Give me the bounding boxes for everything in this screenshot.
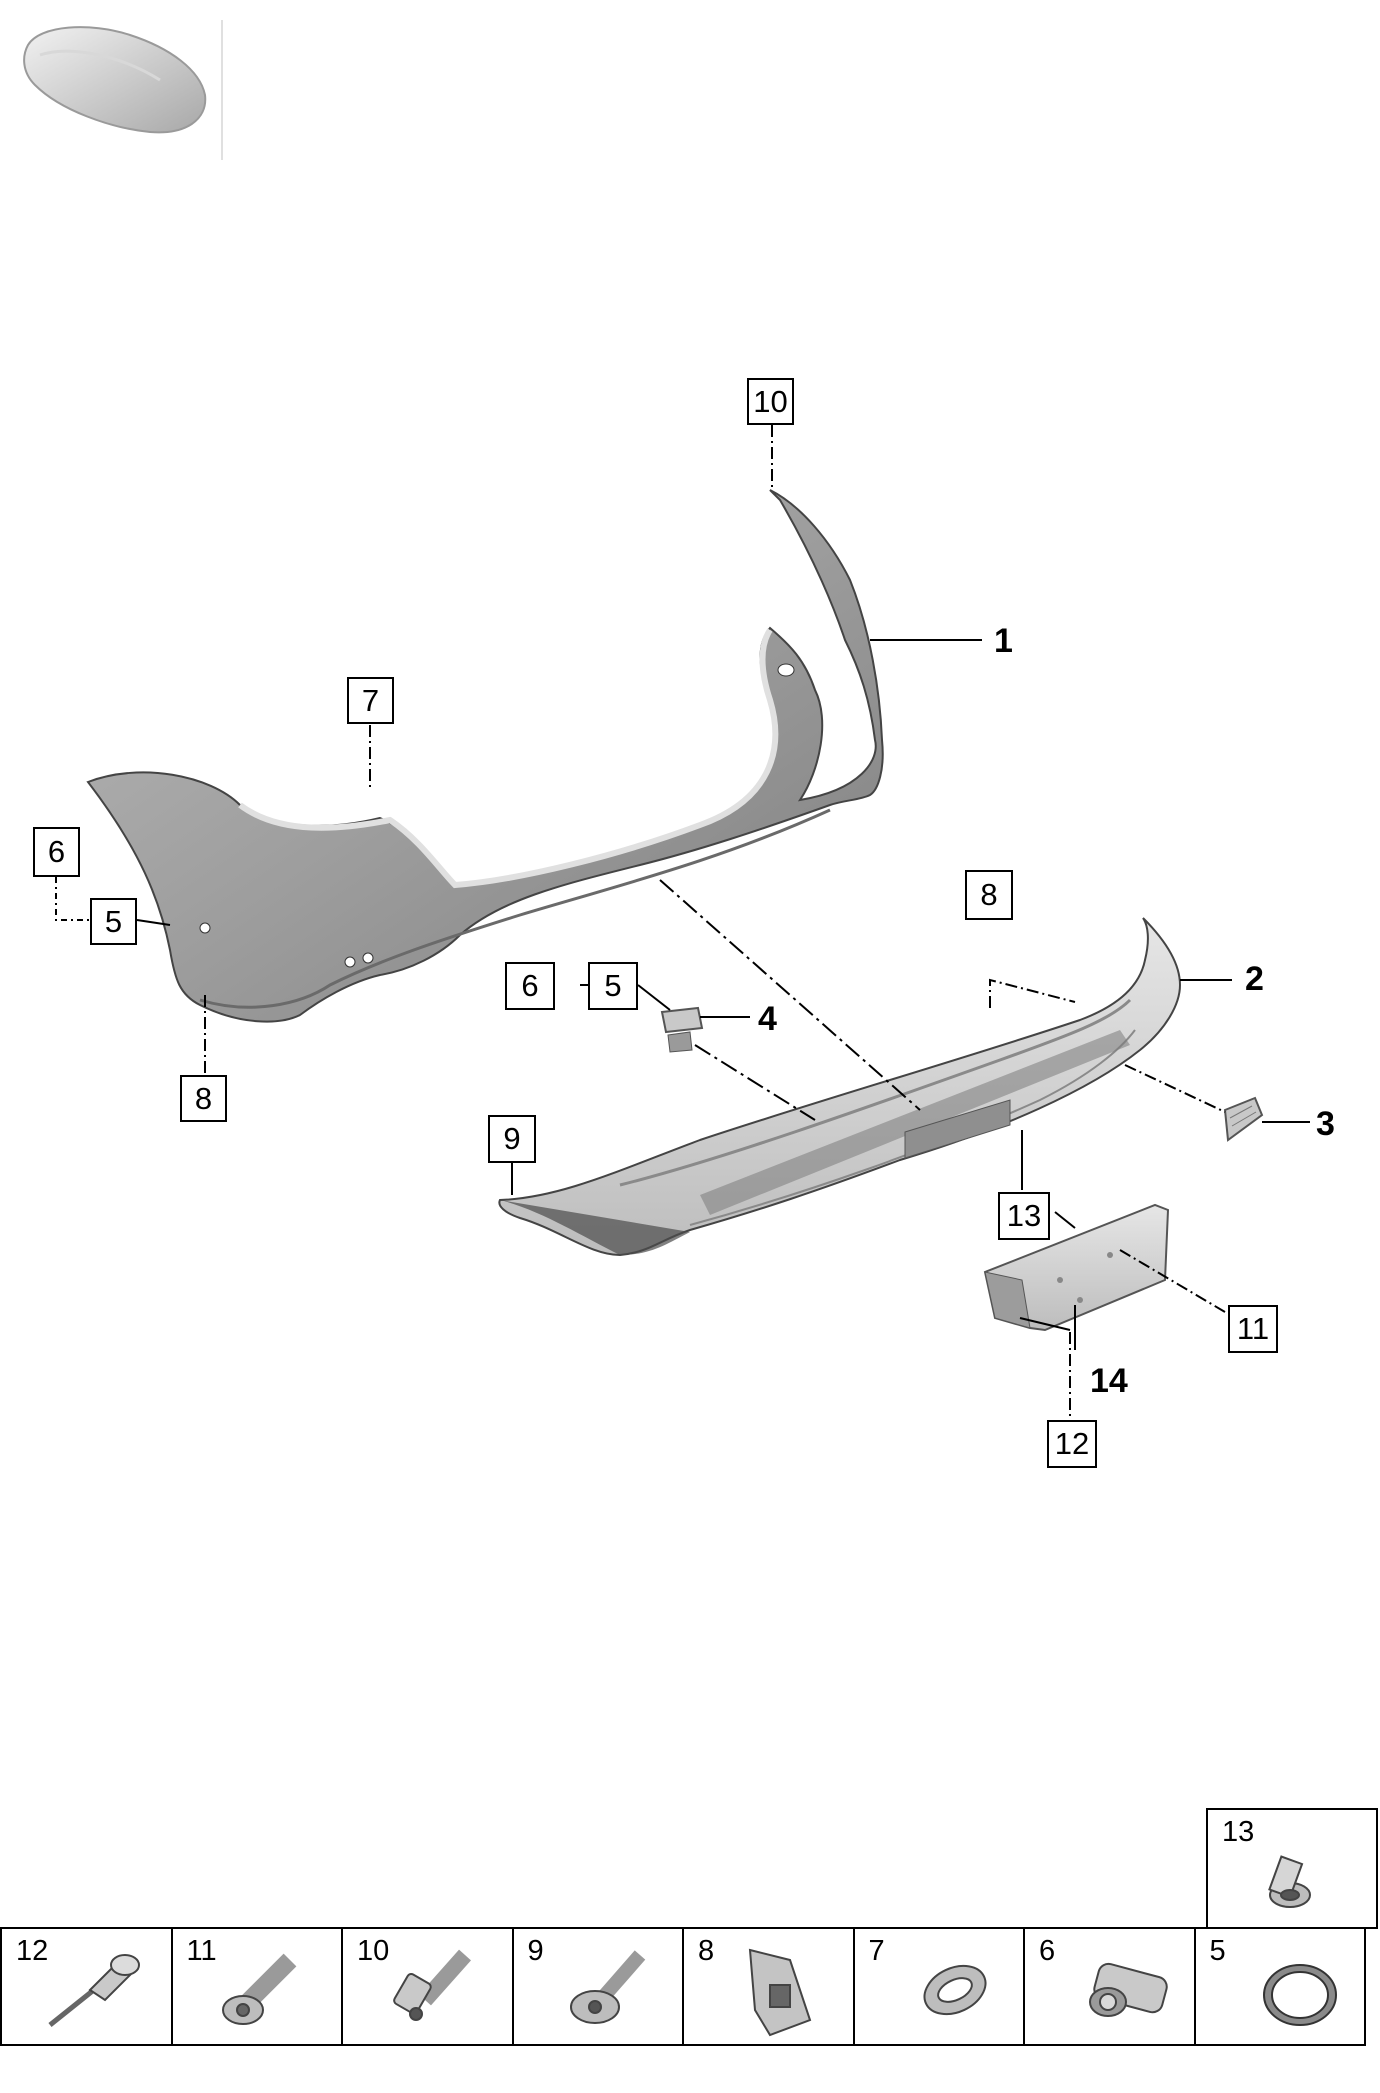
callout-6: 6	[505, 962, 555, 1010]
rear-bumper-cover	[86, 489, 884, 1023]
callout-10: 10	[747, 378, 794, 425]
vehicle-thumbnail	[23, 20, 223, 160]
hardware-cell: 10	[343, 1929, 514, 2044]
part-number-14: 14	[1090, 1362, 1128, 1400]
callout-8: 8	[180, 1075, 227, 1122]
hardware-number: 10	[357, 1935, 390, 1967]
hardware-number: 7	[868, 1935, 885, 1967]
hardware-cell: 12	[2, 1929, 173, 2044]
callout-5: 5	[90, 898, 137, 945]
hardware-number: 9	[527, 1935, 544, 1967]
hardware-number: 8	[698, 1935, 715, 1967]
hardware-number: 12	[16, 1935, 49, 1967]
callout-9: 9	[488, 1115, 536, 1163]
hardware-cell-13: 13	[1206, 1808, 1378, 1929]
callout-11: 11	[1228, 1305, 1278, 1353]
part-number-4: 4	[758, 1000, 777, 1038]
hardware-table: 12 11 10 9 8 7 6 5	[0, 1927, 1366, 2046]
hardware-number: 6	[1039, 1935, 1056, 1967]
part-number-1: 1	[994, 622, 1013, 660]
hardware-drawings	[48, 1855, 1337, 2037]
part-number-3: 3	[1316, 1105, 1335, 1143]
part-number-2: 2	[1245, 960, 1264, 998]
callout-12: 12	[1047, 1420, 1097, 1468]
hardware-cell: 5	[1196, 1929, 1365, 2044]
hardware-number: 13	[1222, 1816, 1255, 1848]
callout-6: 6	[33, 827, 80, 877]
hardware-cell: 7	[855, 1929, 1025, 2044]
hardware-cell: 9	[514, 1929, 684, 2044]
callout-5: 5	[588, 962, 638, 1010]
hardware-number: 5	[1209, 1935, 1226, 1967]
hardware-cell: 8	[684, 1929, 855, 2044]
callout-8: 8	[965, 870, 1013, 920]
callout-7: 7	[347, 677, 394, 724]
hardware-cell: 11	[173, 1929, 343, 2044]
hardware-cell: 6	[1025, 1929, 1196, 2044]
hardware-number: 11	[186, 1935, 217, 1967]
callout-13: 13	[998, 1192, 1050, 1240]
license-plate-bracket	[983, 1203, 1170, 1332]
lower-bumper-trim	[498, 917, 1182, 1257]
reflector-trim	[1223, 1096, 1264, 1142]
sensor-bracket	[660, 1006, 704, 1053]
